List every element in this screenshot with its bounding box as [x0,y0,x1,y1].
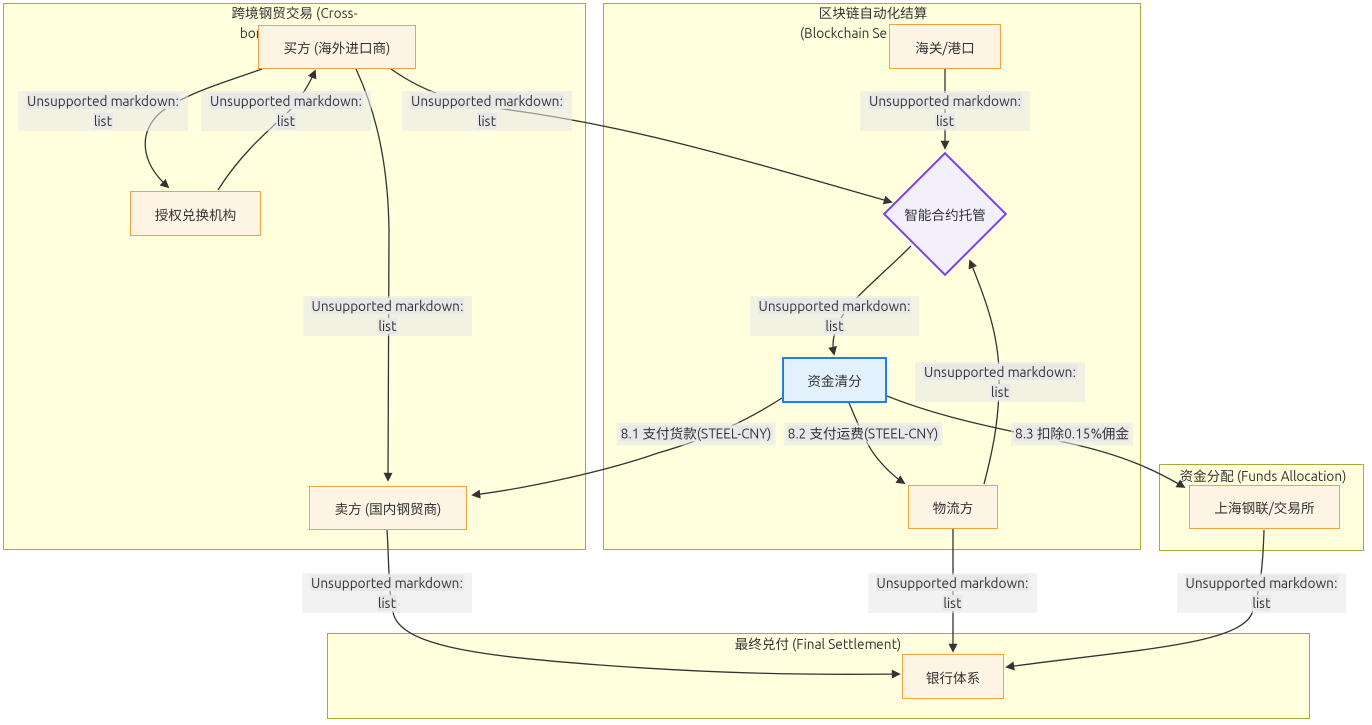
edge-label-buyer-exchange-line2: list [92,112,114,130]
edge-label-exchange-buyer: Unsupported markdown: list [201,91,371,131]
subgraph-title-cross-border-line2: bor [240,25,262,41]
edge-clearing-to-seller [471,397,783,499]
subgraph-title-cross-border-line1: 跨境钢贸交易 (Cross- [231,5,358,21]
edge-label-pay-goods: 8.1 支付货款(STEEL-CNY) [616,422,776,445]
edge-buyer-to-escrow [390,68,893,205]
edge-label-logistics-bank-line1: Unsupported markdown: [875,574,1030,592]
edge-label-seller-bank: Unsupported markdown: list [302,573,472,613]
edge-label-pay-freight-text: 8.2 支付运费(STEEL-CNY) [786,425,940,442]
edge-label-escrow-clearing-line2: list [824,317,845,335]
node-shanghai-exchange: 上海钢联/交易所 [1189,485,1340,529]
edge-label-buyer-escrow: Unsupported markdown: list [402,91,572,131]
node-buyer: 买方 (海外进口商) [258,25,416,69]
node-buyer-label: 买方 (海外进口商) [283,40,391,56]
edge-label-buyer-seller: Unsupported markdown: list [302,296,473,336]
edge-label-buyer-seller-line1: Unsupported markdown: [310,297,465,315]
node-seller-label: 卖方 (国内钢贸商) [334,501,442,517]
edge-clearing-to-logistics [848,402,906,484]
node-fund-clearing: 资金清分 [782,357,887,403]
node-seller: 卖方 (国内钢贸商) [309,486,467,530]
edge-label-exchange-bank-line2: list [1251,594,1272,612]
edge-label-exchange-bank-line1: Unsupported markdown: [1184,574,1339,592]
edge-label-buyer-exchange-line1: Unsupported markdown: [26,92,180,110]
node-logistics-label: 物流方 [932,500,974,516]
edge-label-customs-escrow-line1: Unsupported markdown: [868,92,1022,110]
node-fund-clearing-label: 资金清分 [807,373,862,389]
edge-label-logistics-escrow: Unsupported markdown: list [915,362,1085,402]
edge-label-pay-freight: 8.2 支付运费(STEEL-CNY) [783,422,943,445]
node-exchange-agency: 授权兑换机构 [130,191,261,236]
edge-label-seller-bank-line1: Unsupported markdown: [310,574,464,592]
subgraph-title-blockchain-line2: (Blockchain Se [800,25,888,41]
edge-label-logistics-escrow-line1: Unsupported markdown: [923,363,1077,381]
edge-label-customs-escrow-line2: list [934,112,956,130]
edge-buyer-to-seller [355,68,393,482]
edge-label-buyer-escrow-line2: list [476,112,498,130]
edge-label-pay-goods-text: 8.1 支付货款(STEEL-CNY) [619,425,773,442]
edge-label-seller-bank-line2: list [376,594,398,612]
edge-label-escrow-clearing-line1: Unsupported markdown: [757,297,912,315]
node-banking-system-label: 银行体系 [925,669,981,686]
edge-label-commission-text: 8.3 扣除0.15%佣金 [1014,425,1130,442]
node-customs-port: 海关/港口 [889,24,1001,69]
edge-label-logistics-bank: Unsupported markdown: list [867,573,1038,613]
subgraph-title-funds-allocation: 资金分配 (Funds Allocation) [1179,468,1347,484]
subgraph-title-blockchain-line1: 区块链自动化结算 [818,5,928,21]
node-customs-port-label: 海关/港口 [915,39,975,56]
edge-label-logistics-bank-line2: list [942,594,963,612]
edge-label-buyer-exchange: Unsupported markdown: list [18,91,188,131]
edge-label-buyer-seller-line2: list [377,317,398,335]
node-smart-escrow-label: 智能合约托管 [904,207,986,223]
subgraph-final-settlement [327,633,1310,719]
node-banking-system: 银行体系 [902,654,1004,699]
edge-label-exchange-bank: Unsupported markdown: list [1176,573,1347,613]
edge-label-logistics-escrow-line2: list [989,383,1011,401]
edge-exchange-to-bank [1005,529,1265,671]
node-logistics: 物流方 [908,485,998,529]
edge-label-exchange-buyer-line2: list [275,112,297,130]
node-exchange-agency-label: 授权兑换机构 [154,206,237,223]
edge-label-buyer-escrow-line1: Unsupported markdown: [410,92,564,110]
subgraph-title-final-settlement: 最终兑付 (Final Settlement) [734,636,902,652]
edge-label-commission: 8.3 扣除0.15%佣金 [1011,422,1133,445]
edge-label-exchange-buyer-line1: Unsupported markdown: [209,92,363,110]
node-shanghai-exchange-label: 上海钢联/交易所 [1214,500,1315,516]
edge-label-escrow-clearing: Unsupported markdown: list [749,296,920,336]
edge-label-customs-escrow: Unsupported markdown: list [860,91,1030,131]
